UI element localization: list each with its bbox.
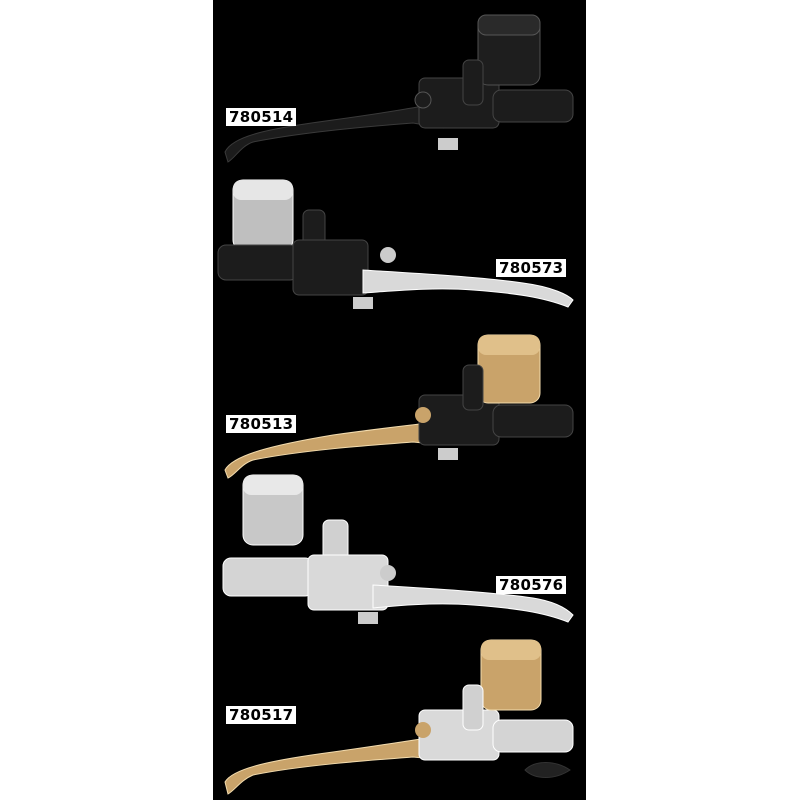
part-number-label: 780517 [226,706,297,724]
clutch-lever-image [224,334,574,479]
part-number-label: 780576 [496,576,567,594]
clutch-lever-image [222,474,574,624]
product-780513[interactable]: 780513 [213,330,586,480]
product-780576[interactable]: 780576 [213,470,586,630]
product-780514[interactable]: 780514 [213,0,586,165]
product-780573[interactable]: 780573 [213,165,586,330]
part-number-label: 780573 [496,259,567,277]
clutch-lever-image [217,179,574,309]
part-number-label: 780514 [226,108,297,126]
product-780517[interactable]: 780517 [213,630,586,800]
clutch-lever-image [224,639,574,795]
part-number-label: 780513 [226,415,297,433]
clutch-lever-image [224,14,574,163]
brand-logo-icon [524,760,571,780]
